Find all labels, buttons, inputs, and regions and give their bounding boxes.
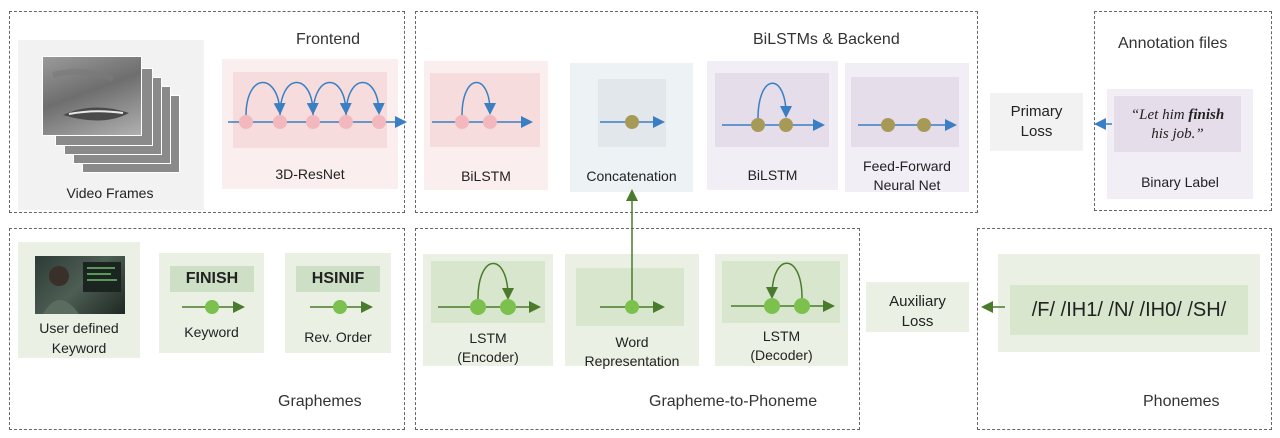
video-frame-front bbox=[42, 56, 142, 136]
annotation-title: Annotation files bbox=[1118, 35, 1228, 52]
phonemes-title: Phonemes bbox=[1143, 393, 1220, 410]
lstm-decoder-line1: LSTM bbox=[762, 328, 801, 344]
bilstm2-inner bbox=[715, 73, 829, 147]
keyword-chain bbox=[182, 300, 245, 314]
bilstm2-chain bbox=[722, 82, 825, 132]
lstm-decoder-node bbox=[764, 298, 780, 314]
bilstm1-node bbox=[455, 115, 469, 129]
user-keyword-line2: Keyword bbox=[51, 340, 107, 356]
phonemes-group bbox=[977, 228, 1272, 430]
ffnn-label-line1: Feed-Forward bbox=[863, 158, 951, 174]
word-rep-inner bbox=[576, 268, 684, 326]
rev-order-node bbox=[333, 300, 347, 314]
rev-order-label: Rev. Order bbox=[304, 329, 372, 345]
ffnn-label-line2: Neural Net bbox=[873, 177, 941, 193]
resnet-node bbox=[339, 115, 353, 129]
lstm-decoder-inner bbox=[722, 261, 840, 323]
graphemes-title: Graphemes bbox=[278, 393, 362, 410]
user-keyword-line1: User defined bbox=[39, 320, 119, 336]
annotation-quote-line1: “Let him finish bbox=[1114, 106, 1241, 125]
concat-node bbox=[625, 115, 639, 129]
primary-loss-panel bbox=[990, 93, 1083, 151]
lstm-encoder-node bbox=[470, 299, 486, 315]
ffnn-chain bbox=[858, 118, 957, 132]
quote-text: “Let him bbox=[1130, 107, 1189, 123]
backend-group bbox=[415, 11, 978, 213]
bilstm1-label: BiLSTM bbox=[461, 168, 511, 184]
word-rep-line2: Representation bbox=[584, 353, 680, 369]
lstm-encoder-line2: (Encoder) bbox=[457, 349, 519, 365]
ffnn-inner bbox=[851, 77, 959, 147]
primary-loss-line2: Loss bbox=[1020, 123, 1053, 140]
phoneme-inner bbox=[1010, 285, 1248, 335]
primary-loss-line1: Primary bbox=[1010, 103, 1063, 120]
annotation-inner bbox=[1114, 96, 1241, 152]
aux-loss-panel bbox=[866, 282, 969, 332]
laptop-image bbox=[43, 262, 121, 314]
video-frames-label: Video Frames bbox=[66, 185, 154, 201]
concat-inner bbox=[598, 79, 666, 147]
ffnn-node bbox=[881, 118, 895, 132]
lstm-decoder-chain bbox=[731, 262, 835, 314]
annotation-group bbox=[1094, 11, 1272, 211]
word-rep-line1: Word bbox=[615, 334, 649, 350]
bilstm2-label: BiLSTM bbox=[747, 167, 798, 183]
frontend-title: Frontend bbox=[296, 31, 361, 48]
g2p-title: Grapheme-to-Phoneme bbox=[649, 393, 818, 410]
bilstm2-node bbox=[751, 118, 765, 132]
bilstm1-chain bbox=[432, 81, 533, 129]
concat-label: Concatenation bbox=[586, 168, 677, 184]
ffnn-node bbox=[917, 118, 931, 132]
phoneme-sequence: /F/ /IH1/ /N/ /IH0/ /SH/ bbox=[1031, 299, 1227, 321]
g2p-group bbox=[415, 228, 860, 430]
resnet-label: 3D-ResNet bbox=[275, 166, 345, 182]
lstm-encoder-node bbox=[500, 299, 516, 315]
aux-loss-line1: Auxiliary bbox=[889, 293, 946, 310]
frontend-group bbox=[9, 11, 405, 213]
backend-title: BiLSTMs & Backend bbox=[753, 31, 900, 48]
graphemes-group bbox=[9, 228, 405, 430]
word-rep-node bbox=[625, 300, 639, 314]
lips-image bbox=[52, 68, 129, 121]
finish-tag: FINISH bbox=[170, 266, 254, 292]
word-rep-chain bbox=[600, 300, 665, 314]
hsinif-tag: HSINIF bbox=[296, 266, 380, 292]
annotation-quote-line2: his job.” bbox=[1151, 126, 1204, 142]
keyboard-photo bbox=[35, 256, 125, 314]
bilstm1-node bbox=[483, 115, 497, 129]
resnet-chain bbox=[228, 81, 407, 129]
bilstm2-node bbox=[779, 118, 793, 132]
lstm-encoder-inner bbox=[431, 261, 545, 323]
lstm-decoder-node bbox=[794, 298, 810, 314]
lstm-encoder-chain bbox=[438, 262, 541, 315]
resnet-node bbox=[273, 115, 287, 129]
keyword-node bbox=[205, 300, 219, 314]
binary-label: Binary Label bbox=[1141, 174, 1219, 190]
lstm-decoder-line2: (Decoder) bbox=[750, 347, 813, 363]
resnet-node bbox=[306, 115, 320, 129]
quote-bold-word: finish bbox=[1188, 107, 1225, 123]
resnet-node bbox=[372, 115, 386, 129]
concat-chain bbox=[600, 115, 665, 129]
keyword-label: Keyword bbox=[184, 324, 239, 340]
aux-loss-line2: Loss bbox=[901, 313, 934, 330]
rev-order-chain bbox=[310, 300, 373, 314]
lstm-encoder-line1: LSTM bbox=[469, 330, 507, 346]
resnet-node bbox=[239, 115, 253, 129]
